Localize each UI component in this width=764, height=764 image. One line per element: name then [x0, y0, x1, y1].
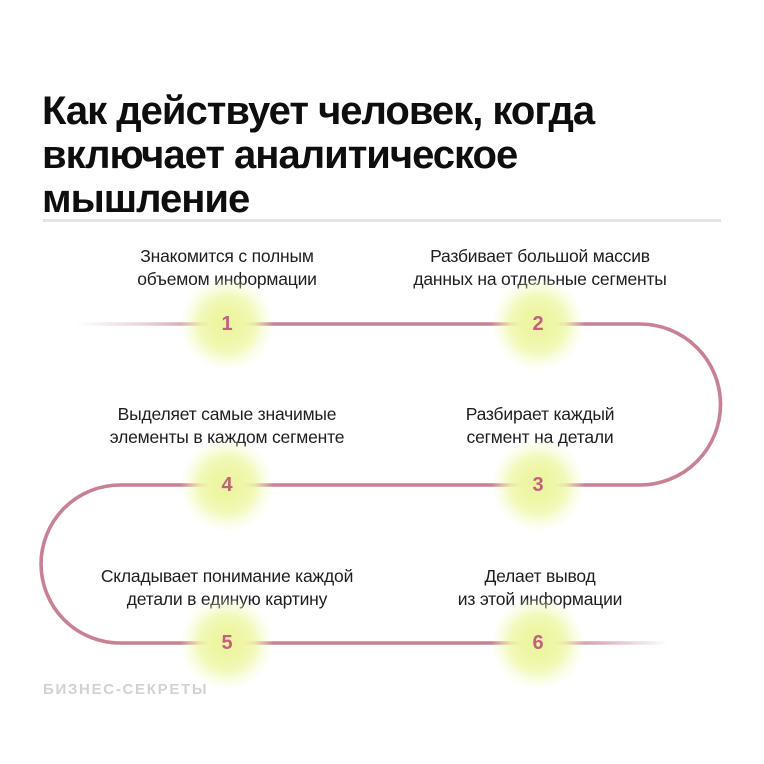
page-title: Как действует человек, когда включает ан…: [42, 88, 595, 221]
step-3-node: 3: [492, 439, 584, 531]
step-6-number: 6: [532, 631, 544, 654]
step-2-node: 2: [492, 278, 584, 370]
step-6-glow: [492, 597, 584, 689]
step-3-number: 3: [532, 473, 544, 496]
step-5-number: 5: [221, 631, 233, 654]
step-5-glow: [181, 597, 273, 689]
step-1-number: 1: [221, 312, 233, 335]
step-2-glow: [492, 278, 584, 370]
step-3-label: Разбирает каждый сегмент на детали: [465, 404, 615, 447]
flow-path-main: [39, 322, 723, 645]
step-4-node: 4: [181, 439, 273, 531]
step-4-number: 4: [221, 473, 233, 496]
step-1-label: Знакомится с полным объемом информации: [137, 246, 317, 289]
step-3-glow: [492, 439, 584, 531]
step-4-glow: [181, 439, 273, 531]
brand-logo: БИЗНЕС-СЕКРЕТЫ: [43, 681, 209, 698]
step-6-node: 6: [492, 597, 584, 689]
step-5-node: 5: [181, 597, 273, 689]
step-1-glow: [181, 278, 273, 370]
step-2-number: 2: [532, 312, 544, 335]
step-1-node: 1: [181, 278, 273, 370]
title-divider: [43, 219, 721, 222]
